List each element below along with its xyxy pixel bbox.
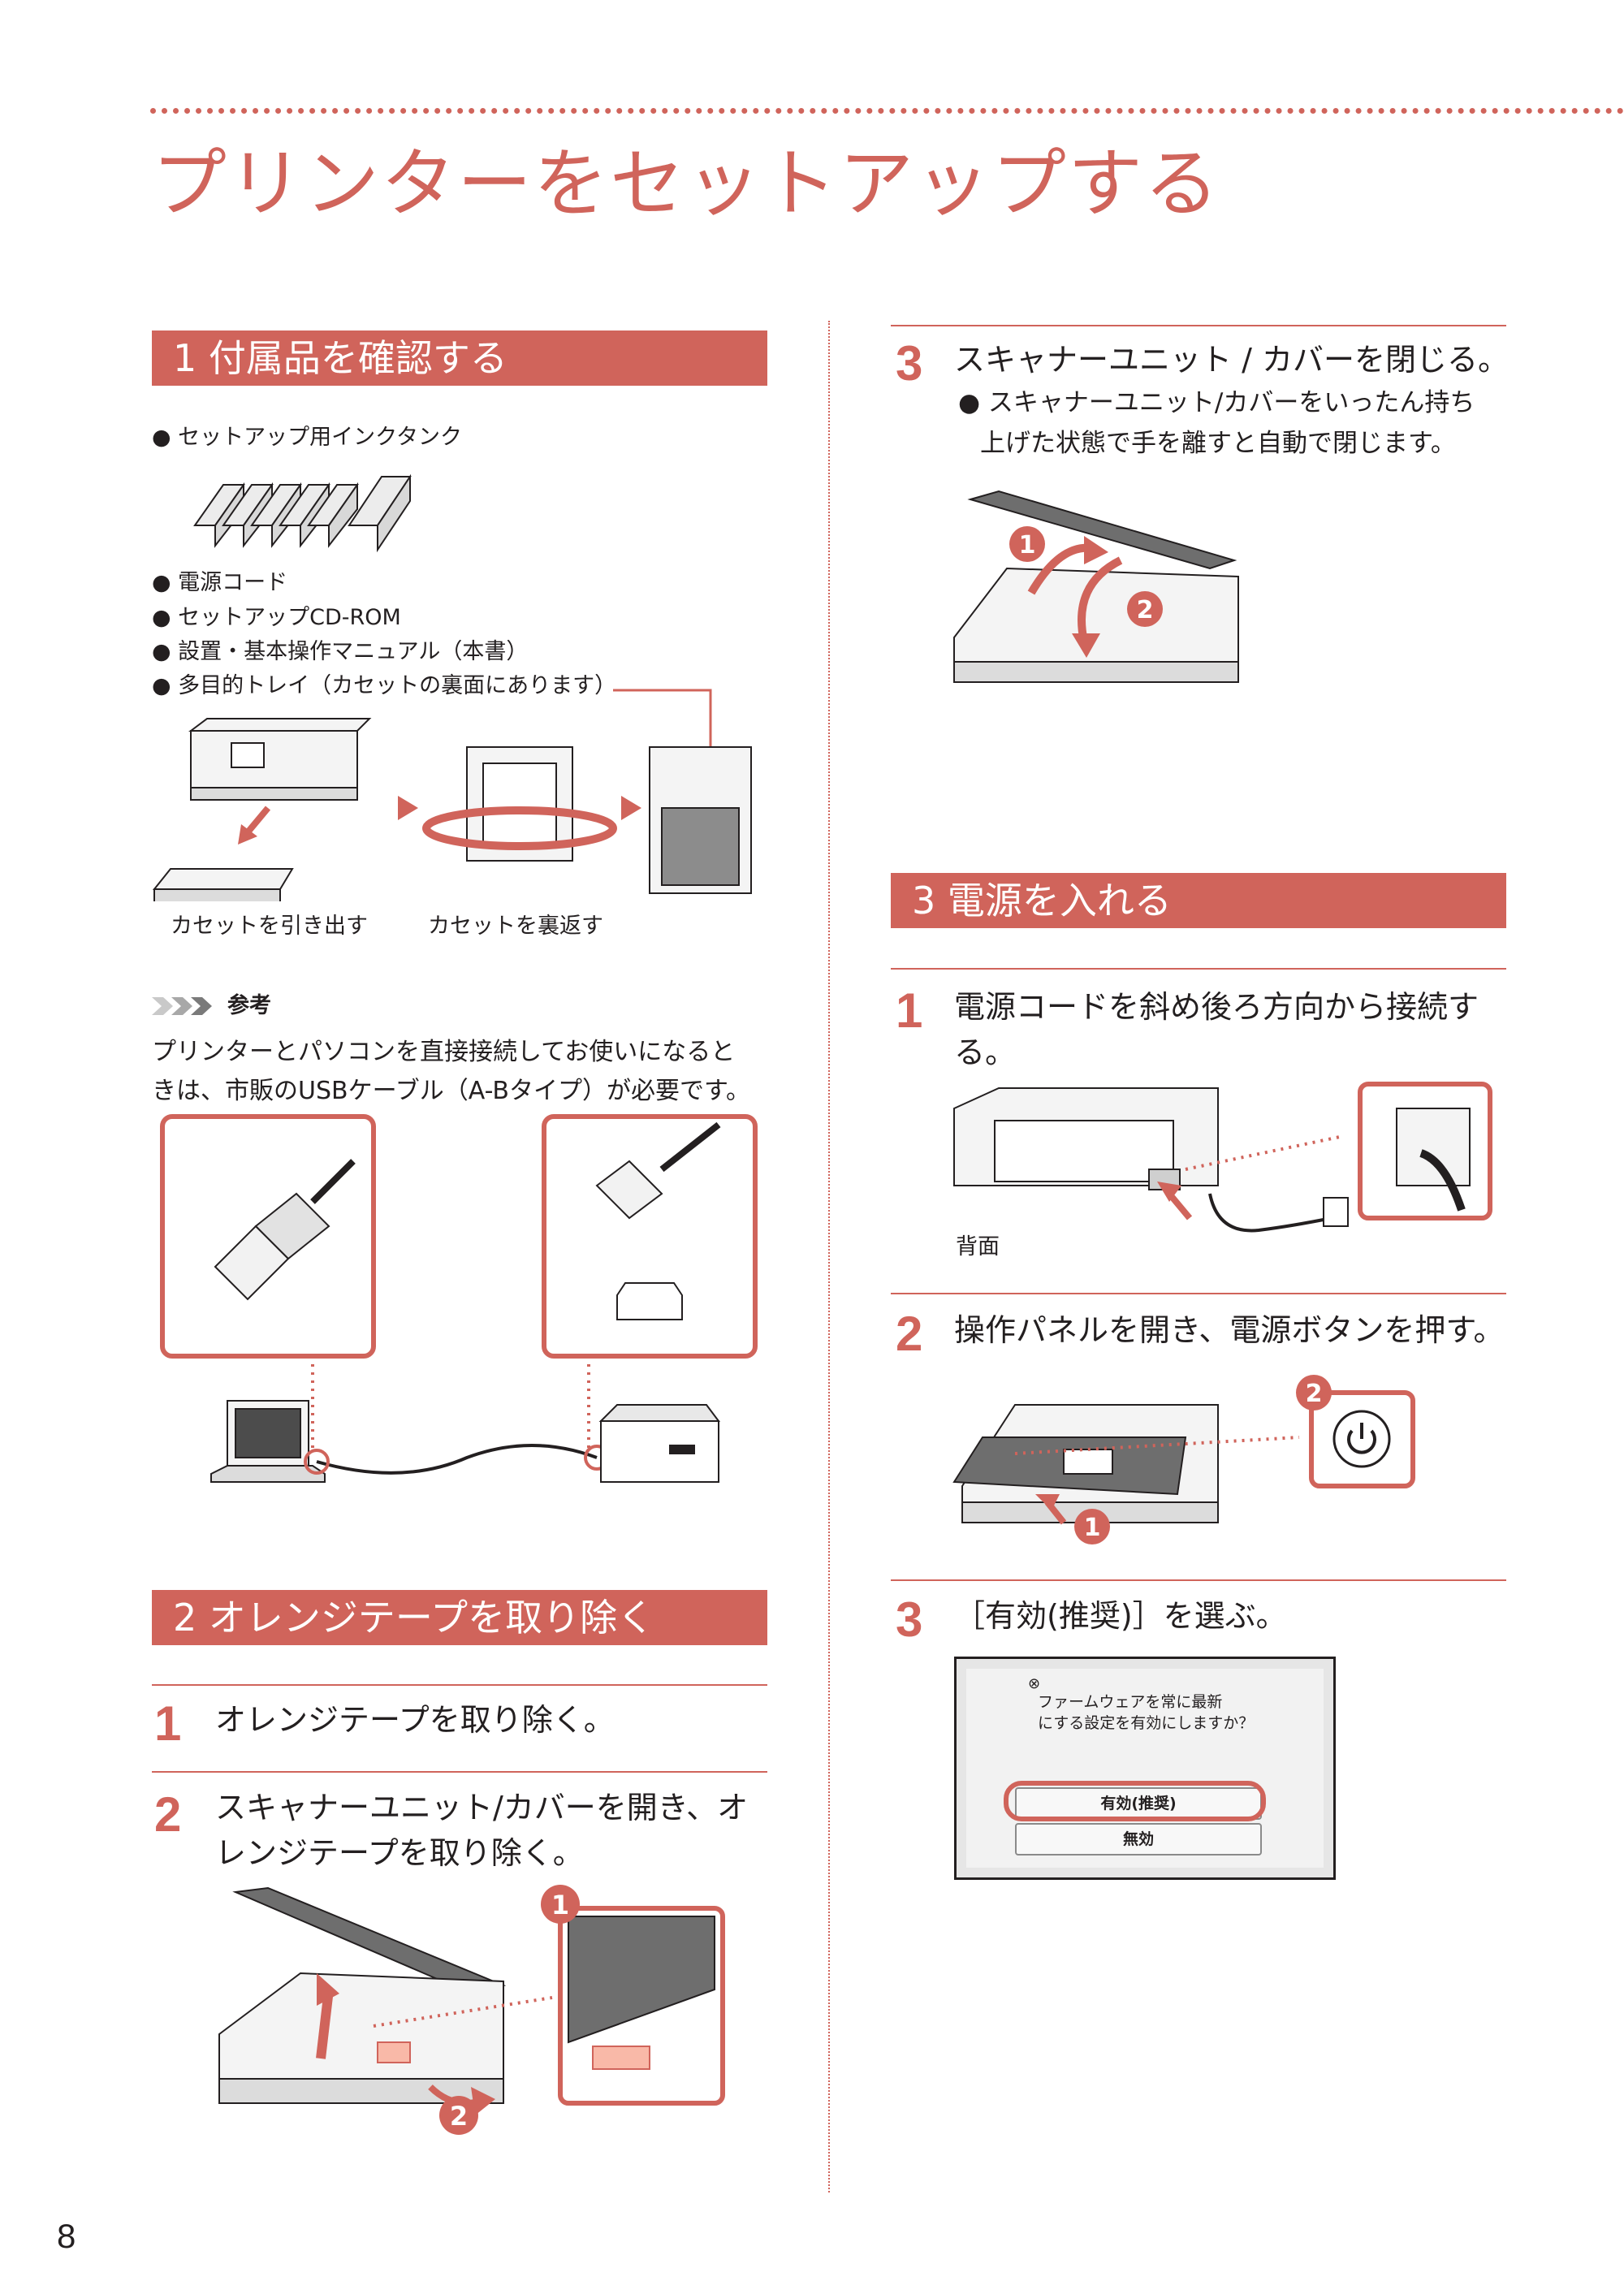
item-multipurpose-tray: ● 多目的トレイ（カセットの裏面にあります） [152, 673, 617, 698]
step-divider [891, 1579, 1506, 1581]
item-manual: ● 設置・基本操作マニュアル（本書） [152, 639, 529, 664]
step-divider [891, 1293, 1506, 1294]
step-divider [891, 325, 1506, 326]
badge-number: 2 [450, 2101, 468, 2132]
step-number: 2 [154, 1787, 182, 1842]
remove-tape-illustration: 1 2 [218, 1885, 725, 2135]
badge-number: 1 [551, 1890, 569, 1920]
item-ink-tanks: ● セットアップ用インクタンク [152, 425, 463, 450]
section1-header: 1 付属品を確認する [152, 330, 767, 386]
step-text: スキャナーユニット / カバーを閉じる。 [954, 342, 1509, 378]
usb-connection-illustration [160, 1114, 758, 1483]
note-label: 参考 [227, 993, 271, 1018]
step-text: レンジテープを取り除く。 [215, 1835, 584, 1871]
selection-highlight [1004, 1781, 1266, 1821]
title-dotted-rule [150, 108, 1624, 114]
step-text: ［有効(推奨)］を選ぶ。 [954, 1598, 1287, 1634]
item-cd-rom: ● セットアップCD-ROM [152, 605, 401, 630]
step-number: 1 [896, 983, 923, 1038]
note-line-2: きは、市販のUSBケーブル（A-Bタイプ）が必要です。 [152, 1077, 750, 1105]
column-divider [828, 321, 830, 2192]
step-number: 1 [154, 1696, 182, 1751]
cassette-illustration [152, 689, 752, 901]
section3-header: 3 電源を入れる [891, 873, 1506, 928]
step-text: る。 [954, 1035, 1017, 1070]
step-divider [891, 968, 1506, 970]
step-divider [152, 1771, 767, 1773]
note-line-2: 上げた状態で手を離すと自動で閉じます。 [980, 429, 1456, 458]
step-number: 2 [896, 1307, 923, 1361]
note-arrows-icon [152, 997, 212, 1015]
close-scanner-illustration: 1 2 [953, 490, 1239, 683]
badge-2-icon [439, 2096, 478, 2135]
ink-tanks-illustration [193, 473, 412, 553]
page-title: プリンターをセットアップする [152, 140, 1221, 227]
power-cord-illustration [953, 1082, 1492, 1233]
badge-number: 1 [1019, 531, 1036, 559]
step-text: オレンジテープを取り除く。 [215, 1702, 615, 1738]
page-number: 8 [57, 2217, 76, 2255]
power-button-illustration: 2 1 [952, 1375, 1415, 1544]
step-number: 3 [896, 1592, 923, 1647]
step-number: 3 [896, 336, 923, 391]
firmware-icon: ⊗ [1028, 1675, 1041, 1692]
badge-number: 1 [1084, 1514, 1101, 1542]
caption-flip-cassette: カセットを裏返す [428, 914, 603, 939]
note-line-1: プリンターとパソコンを直接接続してお使いになると [152, 1038, 736, 1066]
step-text: 電源コードを斜め後ろ方向から接続す [954, 989, 1479, 1025]
badge-number: 2 [1137, 596, 1154, 624]
step-text: スキャナーユニット/カバーを開き、オ [215, 1790, 749, 1825]
step-text: 操作パネルを開き、電源ボタンを押す。 [954, 1312, 1505, 1348]
lcd-prompt-line-1: ファームウェアを常に最新 [1038, 1693, 1223, 1711]
note-line-1: ● スキャナーユニット/カバーをいったん持ち [958, 388, 1475, 417]
back-view-label: 背面 [956, 1234, 1000, 1259]
section2-header: 2 オレンジテープを取り除く [152, 1590, 767, 1645]
lcd-prompt-line-2: にする設定を有効にしますか？ [1038, 1714, 1255, 1732]
step-divider [152, 1684, 767, 1686]
item-power-cord: ● 電源コード [152, 570, 288, 595]
lcd-screen: ⊗ ファームウェアを常に最新 にする設定を有効にしますか？ 有効(推奨) 無効 [954, 1657, 1336, 1880]
power-icon [1347, 1429, 1376, 1454]
caption-pull-out-cassette: カセットを引き出す [171, 914, 368, 939]
disable-button[interactable]: 無効 [1015, 1823, 1262, 1856]
badge-number: 2 [1306, 1380, 1323, 1408]
badge-1-icon [541, 1885, 580, 1924]
